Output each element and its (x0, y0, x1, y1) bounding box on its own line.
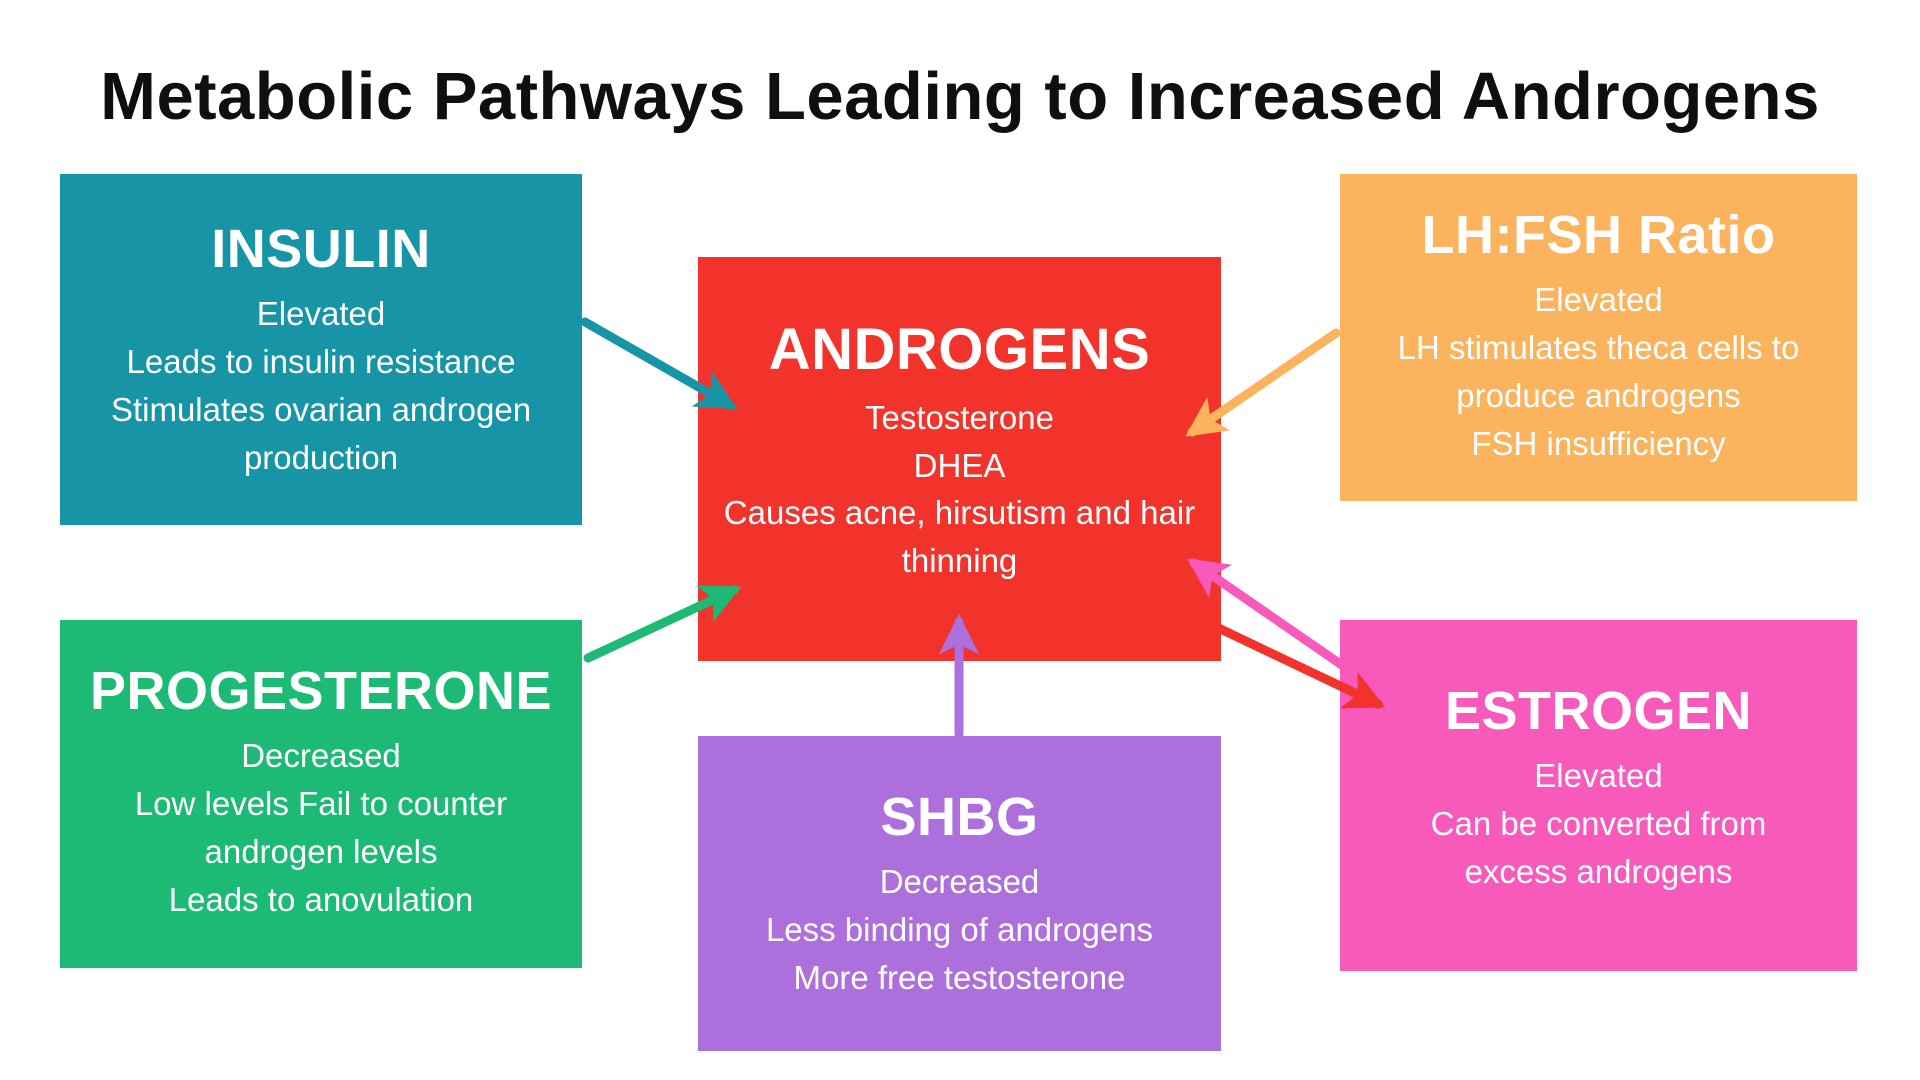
lhfsh-box-text: Elevated (1534, 281, 1663, 319)
progesterone-box: PROGESTERONE Decreased Low levels Fail t… (60, 620, 582, 968)
insulin-box-text: Leads to insulin resistance (126, 342, 516, 380)
androgens-box-text: Testosterone (865, 398, 1054, 436)
estrogen-box: ESTROGEN Elevated Can be converted from … (1340, 620, 1857, 971)
insulin-box-title: INSULIN (211, 219, 431, 279)
insulin-box: INSULIN Elevated Leads to insulin resist… (60, 174, 582, 525)
progesterone-box-text: Low levels Fail to counter androgen leve… (134, 784, 508, 870)
estrogen-box-text: Can be converted from excess androgens (1430, 804, 1767, 890)
shbg-box: SHBG Decreased Less binding of androgens… (698, 736, 1221, 1051)
insulin-box-text: Elevated (256, 295, 386, 333)
shbg-box-text: Less binding of androgens (765, 910, 1154, 948)
estrogen-box-title: ESTROGEN (1444, 681, 1753, 741)
androgens-box-text: Causes acne, hirsutism and hair thinning (723, 494, 1196, 580)
androgens-box-title: ANDROGENS (768, 317, 1151, 382)
shbg-box-title: SHBG (880, 787, 1039, 847)
insulin-box-text: Stimulates ovarian androgen production (110, 390, 532, 476)
progesterone-box-title: PROGESTERONE (89, 661, 553, 721)
androgens-box-text: DHEA (913, 446, 1006, 484)
shbg-box-text: More free testosterone (793, 958, 1126, 996)
lhfsh-box-title: LH:FSH Ratio (1421, 205, 1776, 265)
progesterone-box-text: Decreased (241, 737, 401, 775)
lhfsh-box-text: LH stimulates theca cells to produce and… (1397, 328, 1800, 414)
estrogen-box-text: Elevated (1534, 757, 1663, 795)
lhfsh-box: LH:FSH Ratio Elevated LH stimulates thec… (1340, 174, 1857, 501)
shbg-box-text: Decreased (879, 863, 1040, 901)
lhfsh-box-text: FSH insufficiency (1471, 424, 1726, 462)
androgens-box: ANDROGENS Testosterone DHEA Causes acne,… (698, 257, 1221, 661)
diagram-title: Metabolic Pathways Leading to Increased … (100, 59, 1820, 134)
progesterone-box-text: Leads to anovulation (168, 880, 474, 918)
